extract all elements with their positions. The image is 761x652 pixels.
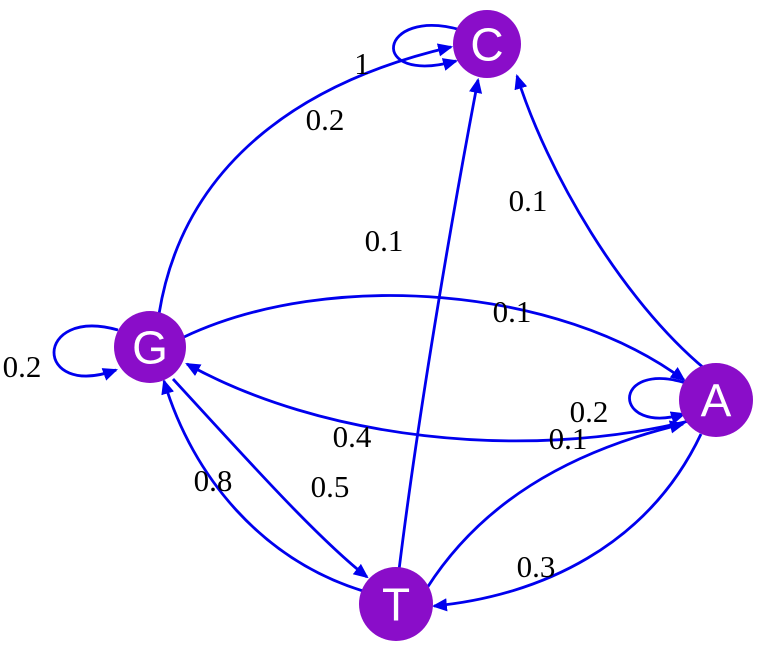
edge-T-A (425, 420, 686, 589)
self-loop-C (392, 24, 462, 71)
edge-label-T-G: 0.8 (194, 463, 233, 498)
edge-T-C (397, 77, 483, 571)
edge-A-G (185, 362, 690, 443)
edge-T-G (161, 378, 364, 593)
node-label-T: T (382, 579, 410, 631)
node-A (679, 363, 753, 437)
edge-label-T-A: 0.1 (549, 421, 588, 456)
edge-label-C-C: 1 (354, 46, 370, 81)
self-loop-A (628, 377, 687, 425)
edge-label-G-T: 0.5 (311, 469, 350, 504)
edge-G-T (171, 378, 369, 579)
node-T (359, 567, 433, 641)
edge-label-T-C: 0.1 (365, 223, 404, 258)
edge-label-A-C: 0.1 (509, 183, 548, 218)
node-label-G: G (132, 322, 168, 374)
edge-label-G-G: 0.2 (3, 349, 42, 384)
node-label-C: C (470, 19, 503, 71)
edge-label-A-G: 0.4 (333, 419, 372, 454)
edge-label-G-C: 0.2 (306, 102, 345, 137)
edge-label-G-A: 0.1 (493, 294, 532, 329)
nodes-layer: C G A T (114, 10, 753, 641)
edges-layer (52, 24, 706, 612)
node-C (453, 10, 521, 78)
edge-G-C (157, 43, 454, 315)
edge-label-A-T: 0.3 (517, 549, 556, 584)
edge-label-A-A: 0.2 (570, 394, 609, 429)
self-loop-G (52, 324, 119, 381)
edge-A-T (431, 433, 703, 612)
edge-A-C (514, 73, 706, 371)
edge-G-A (183, 294, 686, 382)
node-G (114, 311, 186, 383)
node-label-A: A (701, 375, 732, 427)
